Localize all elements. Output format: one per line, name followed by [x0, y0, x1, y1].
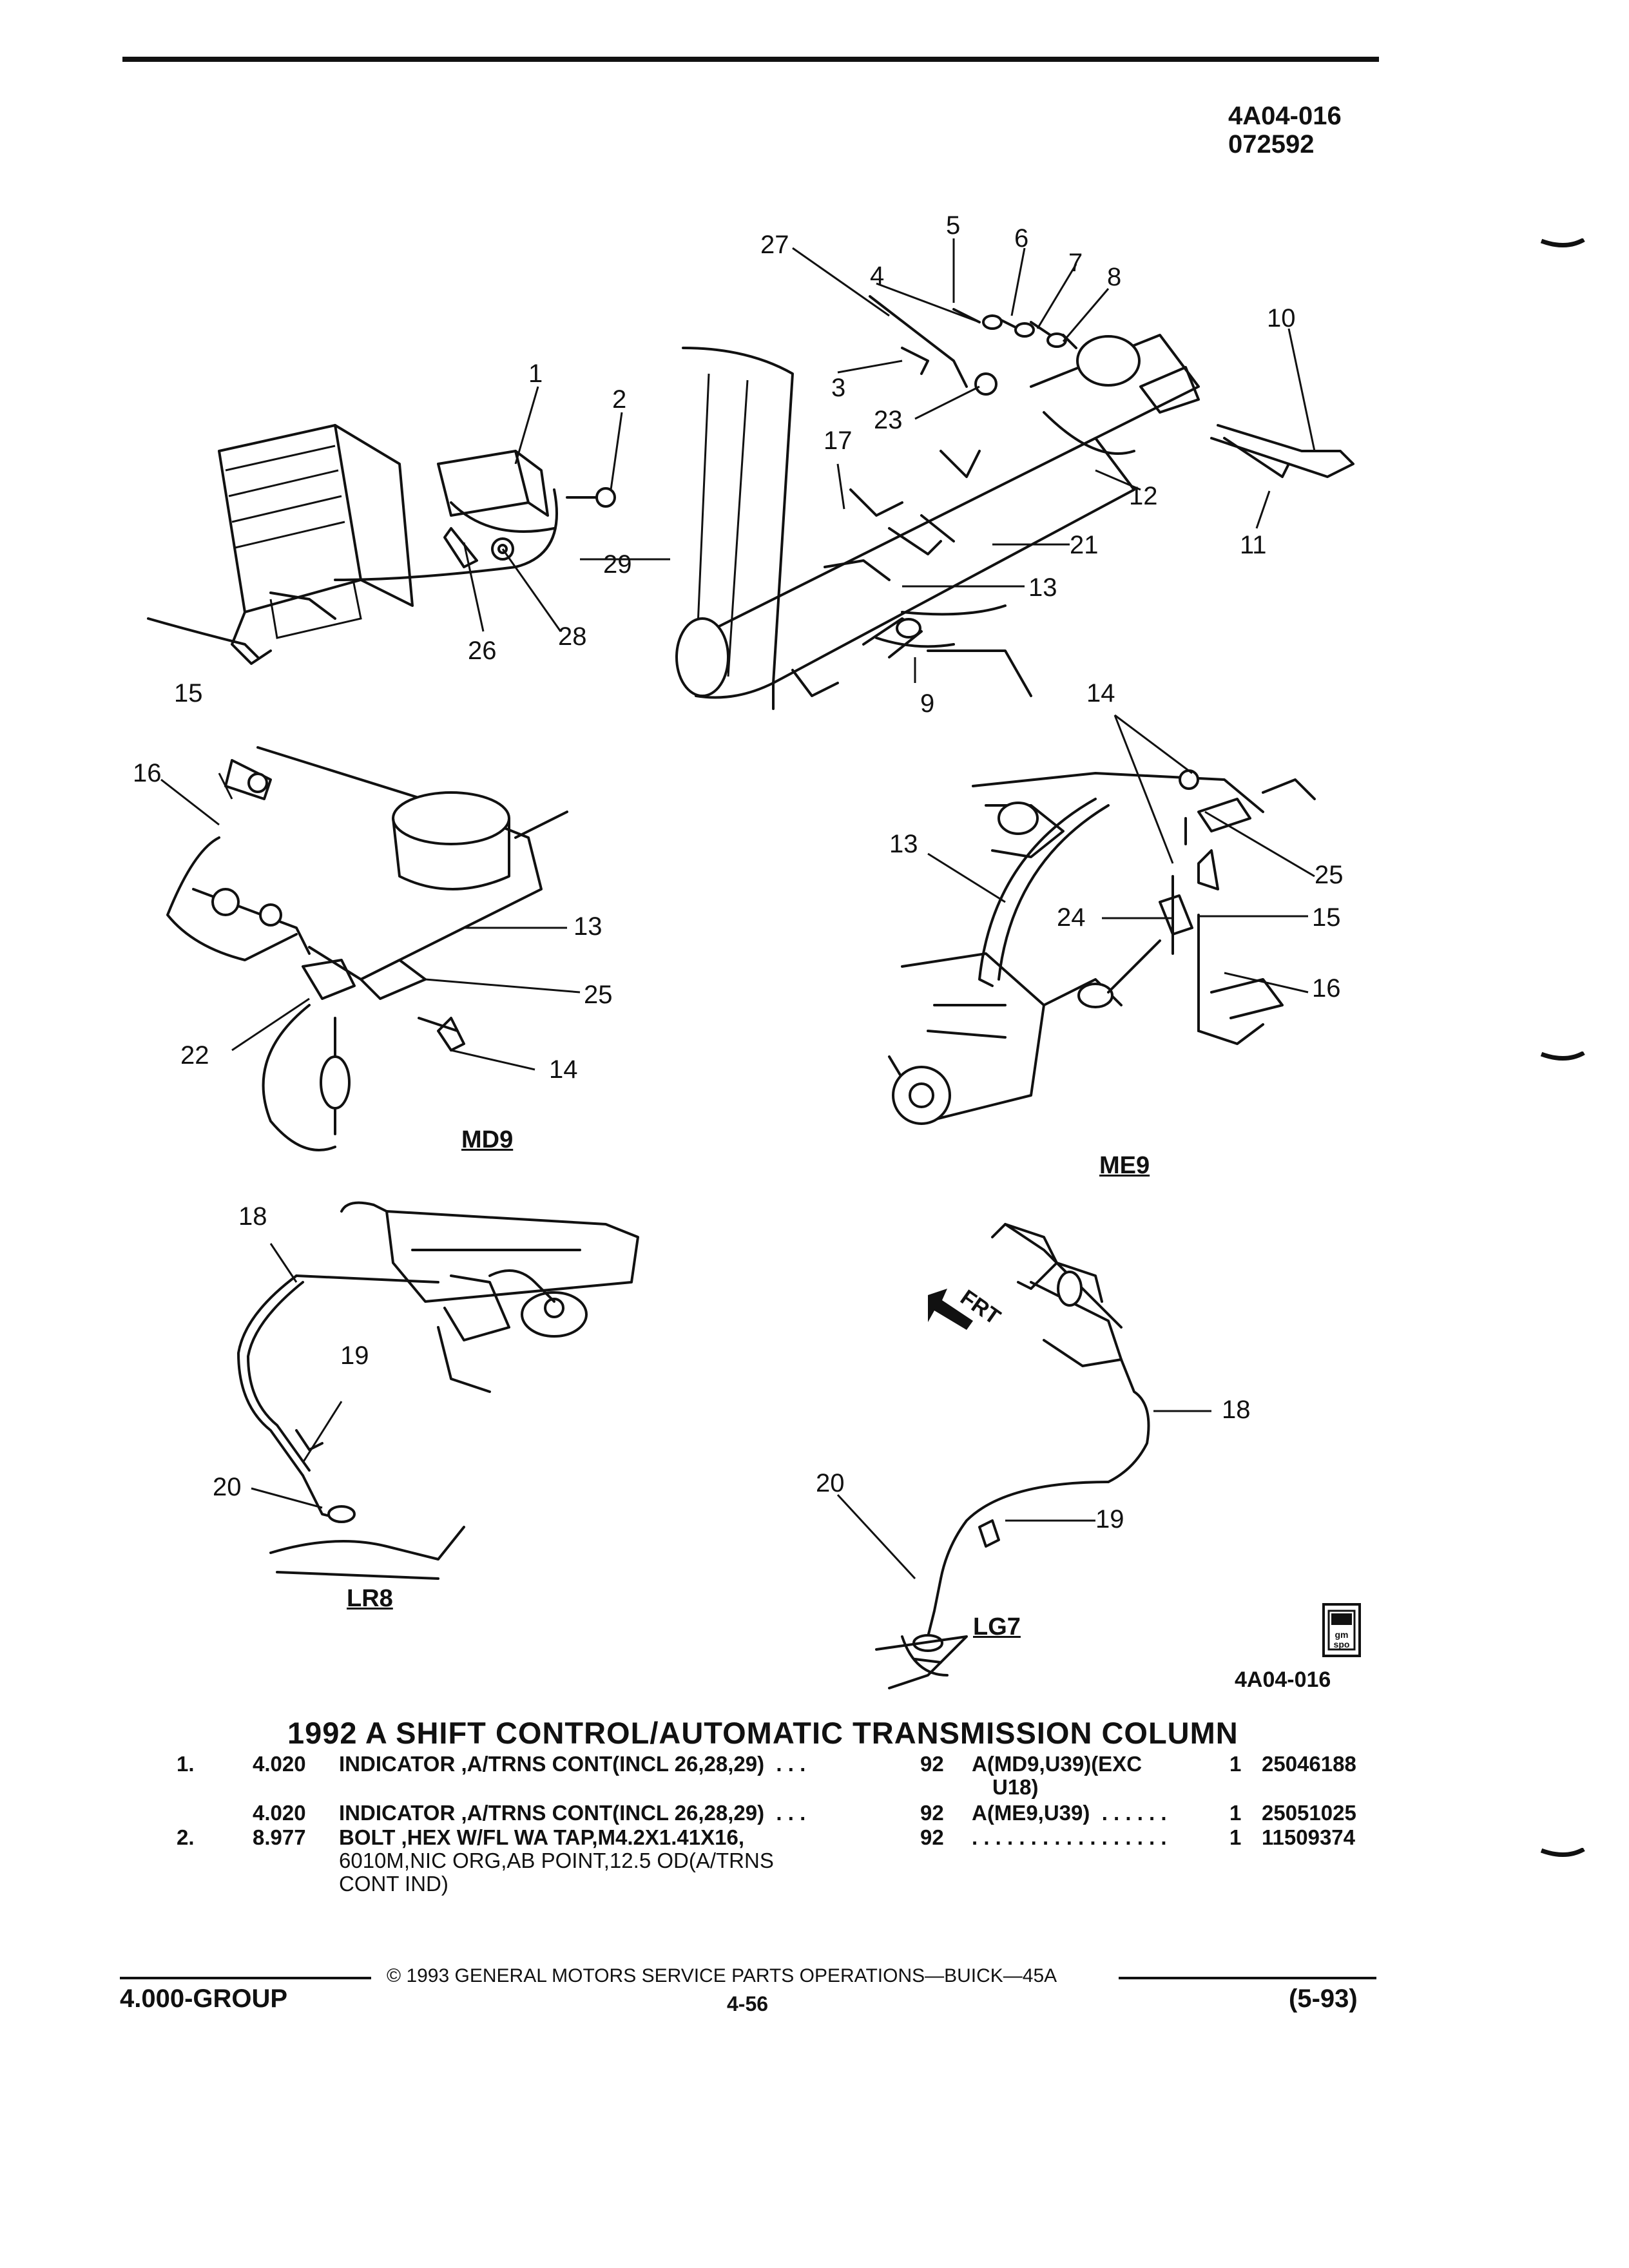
- part-usage: . . . . . . . . . . . . . . . . .: [972, 1825, 1167, 1849]
- part-item-number: 2.: [177, 1825, 195, 1849]
- callout: 27: [760, 231, 789, 259]
- top-rule: [122, 57, 1379, 62]
- callout: 16: [133, 759, 162, 787]
- callout: 2: [612, 385, 627, 414]
- callout: 15: [1312, 903, 1341, 932]
- callout: 18: [238, 1202, 267, 1231]
- callout: 15: [174, 679, 203, 707]
- part-qty: 1: [1229, 1825, 1242, 1849]
- me9-transmission-illustration: [888, 769, 1316, 1125]
- part-qty: 1: [1229, 1752, 1242, 1776]
- variant-label-md9: MD9: [461, 1126, 514, 1153]
- margin-mark: [1540, 1848, 1585, 1858]
- md9-transmission-illustration: [166, 746, 568, 1151]
- callout: 20: [816, 1469, 845, 1497]
- callout: 12: [1129, 482, 1158, 510]
- page-number: 4-56: [727, 1992, 769, 2015]
- callout: 26: [468, 637, 497, 665]
- part-group: 4.020: [253, 1801, 306, 1825]
- callout: 21: [1070, 531, 1099, 559]
- callout: 14: [549, 1055, 578, 1084]
- callout: 13: [574, 912, 602, 941]
- callout: 7: [1068, 249, 1083, 277]
- callout: 20: [213, 1473, 242, 1501]
- callout: 25: [1315, 861, 1344, 889]
- callout: 13: [1028, 573, 1057, 602]
- callout: 10: [1267, 304, 1296, 332]
- part-group: 8.977: [253, 1825, 306, 1849]
- variant-label-lg7: LG7: [973, 1613, 1021, 1640]
- footer-group: 4.000-GROUP: [120, 1984, 288, 2013]
- part-group: 4.020: [253, 1752, 306, 1776]
- part-qty: 1: [1229, 1801, 1242, 1825]
- part-year: 92: [920, 1801, 944, 1825]
- gm-spo-logo: [1322, 1603, 1361, 1657]
- callout: 28: [558, 622, 587, 651]
- lr8-illustration: [237, 1201, 639, 1580]
- figure-id: 4A04-016: [1235, 1667, 1331, 1692]
- part-item-number: 1.: [177, 1752, 195, 1776]
- part-year: 92: [920, 1752, 944, 1776]
- callout: 17: [824, 427, 853, 455]
- part-usage-cont: U18): [992, 1775, 1039, 1799]
- callout: 18: [1222, 1396, 1251, 1424]
- callout: 23: [874, 406, 903, 434]
- part-year: 92: [920, 1825, 944, 1849]
- indicator-assembly-illustration: [147, 424, 616, 665]
- callout: 25: [584, 981, 613, 1009]
- copyright-line: © 1993 GENERAL MOTORS SERVICE PARTS OPER…: [387, 1965, 1057, 1986]
- margin-mark: [1540, 1052, 1585, 1061]
- callout: 19: [340, 1341, 369, 1370]
- document-id: 4A04-016: [1228, 102, 1342, 130]
- callout: 16: [1312, 974, 1341, 1003]
- callout: 29: [603, 550, 632, 579]
- part-number: 25051025: [1262, 1801, 1356, 1825]
- callout: 14: [1086, 679, 1115, 707]
- revision-date: (5-93): [1289, 1984, 1358, 2013]
- callout: 4: [870, 262, 885, 290]
- leader-lines: [160, 238, 1316, 1580]
- part-usage: A(ME9,U39) . . . . . .: [972, 1801, 1167, 1825]
- callout: 11: [1240, 531, 1267, 559]
- part-description: INDICATOR ,A/TRNS CONT(INCL 26,28,29) . …: [339, 1752, 806, 1776]
- margin-mark: [1540, 238, 1585, 248]
- part-description-cont: 6010M,NIC ORG,AB POINT,12.5 OD(A/TRNS: [339, 1849, 774, 1872]
- logo-text: gm spo: [1333, 1629, 1350, 1649]
- part-number: 11509374: [1262, 1825, 1356, 1849]
- date-code: 072592: [1228, 130, 1315, 159]
- section-title: 1992 A SHIFT CONTROL/AUTOMATIC TRANSMISS…: [287, 1716, 1239, 1750]
- footer-rule-left: [120, 1977, 371, 1979]
- variant-label-lr8: LR8: [347, 1585, 393, 1612]
- callout: 5: [946, 211, 961, 240]
- part-number: 25046188: [1262, 1752, 1356, 1776]
- callout: 9: [920, 689, 935, 718]
- callout: 6: [1014, 224, 1029, 253]
- callout: 13: [889, 830, 918, 858]
- callout: 8: [1107, 263, 1122, 291]
- callout: 3: [831, 374, 846, 402]
- callout: 19: [1095, 1505, 1124, 1533]
- callout: 24: [1057, 903, 1086, 932]
- variant-label-me9: ME9: [1099, 1152, 1150, 1179]
- part-usage: A(MD9,U39)(EXC: [972, 1752, 1142, 1776]
- steering-column-illustration: [675, 295, 1354, 710]
- part-description-cont: CONT IND): [339, 1872, 448, 1896]
- part-description: BOLT ,HEX W/FL WA TAP,M4.2X1.41X16,: [339, 1825, 744, 1849]
- exploded-parts-diagram: [147, 238, 1361, 1689]
- part-description: INDICATOR ,A/TRNS CONT(INCL 26,28,29) . …: [339, 1801, 806, 1825]
- lg7-illustration: [875, 1223, 1150, 1689]
- callout: 1: [528, 360, 543, 388]
- callout: 22: [180, 1041, 209, 1070]
- footer-rule-right: [1119, 1977, 1376, 1979]
